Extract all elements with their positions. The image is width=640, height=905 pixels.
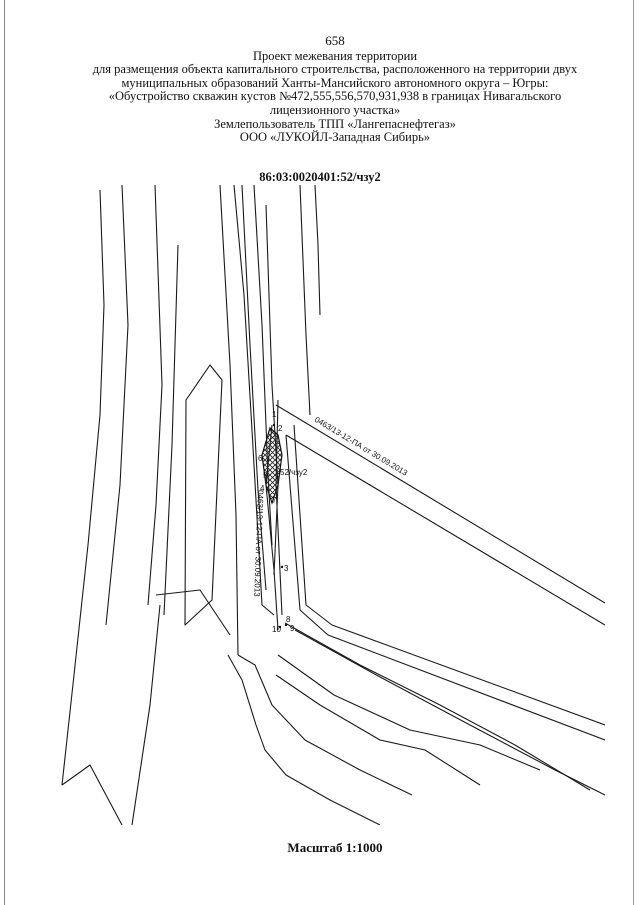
parcel-hatch bbox=[261, 426, 283, 505]
point-marker bbox=[284, 623, 288, 627]
document-header: 658 Проект межевания территории для разм… bbox=[40, 34, 630, 145]
contour-line bbox=[253, 185, 273, 546]
contour-line bbox=[61, 189, 105, 786]
contour-line bbox=[147, 185, 163, 606]
contour-line bbox=[277, 654, 541, 771]
contour-line bbox=[284, 622, 591, 791]
contour-line bbox=[294, 629, 605, 796]
road-boundary bbox=[293, 424, 605, 726]
point-marker bbox=[272, 423, 276, 427]
contour-line bbox=[265, 204, 279, 576]
contour-line bbox=[233, 185, 275, 616]
page-edge-right bbox=[633, 0, 634, 905]
scale-label: Масштаб 1:1000 bbox=[287, 840, 383, 855]
header-line-4: «Обустройство скважин кустов №472,555,55… bbox=[108, 89, 562, 104]
point-label-5: 5 bbox=[263, 471, 268, 480]
contour-line bbox=[227, 654, 381, 825]
point-label-4: 4 bbox=[260, 484, 265, 493]
road-boundary bbox=[285, 434, 605, 741]
header-line-7: ООО «ЛУКОЙЛ-Западная Сибирь» bbox=[239, 130, 431, 145]
point-marker bbox=[278, 625, 282, 629]
contour-line bbox=[241, 185, 267, 591]
contour-line bbox=[299, 185, 311, 416]
point-label-6: 6 bbox=[258, 454, 263, 463]
contour-line bbox=[155, 589, 231, 636]
point-label-8: 8 bbox=[286, 615, 291, 624]
road-label-left: 0463/13-12-ПА от 30.09.2013 bbox=[252, 490, 265, 597]
point-label-3: 3 bbox=[284, 564, 289, 573]
cadastral-map: 2 1 6 5 4 7 3 8 9 10 52/чзу2 0463/13-12-… bbox=[60, 185, 605, 825]
point-label-2: 2 bbox=[278, 424, 283, 433]
point-label-7: 7 bbox=[272, 496, 277, 505]
contour-line bbox=[163, 244, 179, 616]
header-line-1: Проект межевания территории bbox=[252, 48, 418, 63]
parcel-cadastral-number: 86:03:0020401:52/чзу2 bbox=[259, 170, 381, 184]
contour-line bbox=[314, 185, 321, 316]
contour-line bbox=[61, 764, 123, 825]
point-label-10: 10 bbox=[272, 625, 281, 634]
road-boundary bbox=[275, 404, 605, 604]
parcel-label: 52/чзу2 bbox=[280, 468, 308, 477]
header-line-3: муниципальных образований Ханты-Мансийск… bbox=[121, 75, 549, 90]
page-edge-left bbox=[4, 0, 5, 905]
header-line-5: лицензионного участка» bbox=[269, 102, 401, 117]
road-label-right: 0463/13-12-ПА от 30.09.2013 bbox=[313, 415, 410, 478]
point-label-9: 9 bbox=[290, 624, 295, 633]
contour-line bbox=[131, 604, 161, 825]
map-drawing: 2 1 6 5 4 7 3 8 9 10 52/чзу2 0463/13-12-… bbox=[61, 185, 605, 825]
page-number: 658 bbox=[325, 33, 345, 48]
header-line-2: для размещения объекта капитального стро… bbox=[92, 62, 578, 77]
contour-line bbox=[219, 185, 239, 656]
contour-line bbox=[275, 674, 481, 786]
point-label-1: 1 bbox=[272, 410, 277, 419]
contour-line bbox=[105, 185, 129, 626]
contour-line bbox=[237, 654, 413, 796]
point-marker bbox=[280, 565, 284, 569]
road-boundary bbox=[285, 434, 605, 626]
land-polygon bbox=[184, 364, 223, 626]
header-line-6: Землепользователь ТПП «Лангепаснефтегаз» bbox=[214, 116, 456, 131]
